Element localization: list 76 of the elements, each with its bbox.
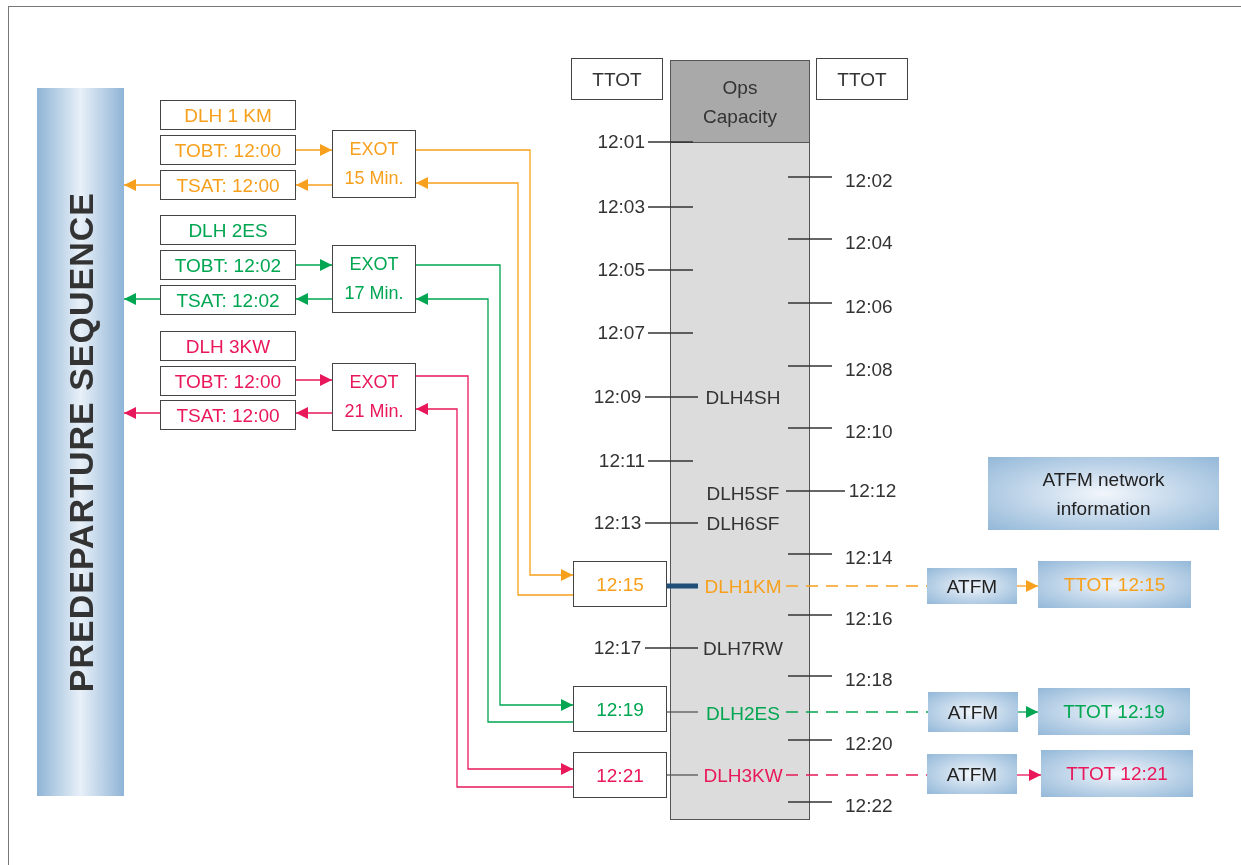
time-label: 12:12 — [845, 480, 900, 502]
flight-id: DLH5SF — [699, 483, 787, 505]
column-heading: Ops Capacity — [671, 61, 809, 143]
arrow — [295, 293, 333, 305]
arrow — [1016, 769, 1042, 781]
time-box: TOBT: 12:00 — [160, 366, 296, 396]
time-label: 12:16 — [845, 608, 893, 630]
arrow — [123, 293, 161, 305]
arrow — [295, 407, 333, 419]
connector-line — [644, 647, 699, 649]
flight-id-box: DLH 2ES — [160, 215, 296, 245]
slot-time-box: 12:19 — [573, 686, 667, 732]
arrow — [295, 374, 333, 386]
target-time-box: TTOT 12:19 — [1038, 688, 1190, 735]
taxi-time-box: EXOT 21 Min. — [332, 363, 416, 431]
time-label: 12:18 — [845, 669, 893, 691]
time-label: 12:11 — [598, 450, 645, 472]
time-label: 12:07 — [597, 322, 645, 344]
flight-id-box: DLH 3KW — [160, 331, 296, 361]
arrow — [295, 179, 333, 191]
time-label: 12:03 — [597, 196, 645, 218]
arrow — [123, 407, 161, 419]
arrow — [295, 144, 333, 156]
sequence-band — [37, 88, 124, 796]
taxi-time-box: EXOT 15 Min. — [332, 130, 416, 198]
time-box: TSAT: 12:00 — [160, 170, 296, 200]
connector-line — [666, 711, 699, 713]
band-title: PREDEPARTURE SEQUENCE — [60, 191, 101, 693]
time-label: 12:06 — [845, 296, 893, 318]
arrow — [1016, 580, 1039, 592]
column-header-box: TTOT — [571, 58, 663, 100]
slot-time-box: 12:21 — [573, 752, 667, 798]
connector-line — [666, 774, 699, 776]
flight-id: DLH2ES — [699, 703, 787, 725]
flight-id: DLH3KW — [699, 765, 787, 787]
time-label: 12:04 — [845, 232, 893, 254]
taxi-time-box: EXOT 17 Min. — [332, 245, 416, 313]
time-label: 12:14 — [845, 547, 893, 569]
dashed-line — [785, 774, 928, 776]
arrow — [123, 179, 161, 191]
arrow — [295, 259, 333, 271]
time-label: 12:09 — [590, 386, 645, 408]
time-label: 12:22 — [845, 795, 893, 817]
time-box: TOBT: 12:02 — [160, 250, 296, 280]
target-time-box: TTOT 12:21 — [1041, 750, 1193, 797]
time-label: 12:13 — [590, 512, 645, 534]
flight-id: DLH4SH — [699, 387, 787, 409]
time-label: 12:01 — [597, 131, 645, 153]
time-box: TOBT: 12:00 — [160, 135, 296, 165]
dashed-line — [785, 711, 929, 713]
flight-id-box: DLH 1 KM — [160, 100, 296, 130]
time-label: 12:02 — [845, 170, 893, 192]
connector-line — [644, 522, 699, 524]
atfm-box: ATFM — [927, 754, 1017, 794]
time-label: 12:08 — [845, 359, 893, 381]
time-box: TSAT: 12:02 — [160, 285, 296, 315]
atfm-box: ATFM — [928, 692, 1018, 732]
time-label: 12:20 — [845, 733, 893, 755]
connector-line — [644, 396, 699, 398]
arrow — [1017, 706, 1039, 718]
time-label: 12:10 — [845, 421, 893, 443]
slot-time-box: 12:15 — [573, 561, 667, 607]
dashed-line — [785, 585, 928, 587]
column-header-box: TTOT — [816, 58, 908, 100]
flight-id: DLH1KM — [699, 576, 787, 598]
time-label: 12:17 — [590, 637, 645, 659]
connector-line — [785, 490, 846, 492]
atfm-box: ATFM — [927, 568, 1017, 604]
time-label: 12:05 — [597, 259, 645, 281]
target-time-box: TTOT 12:15 — [1038, 561, 1191, 608]
flight-id: DLH7RW — [699, 638, 787, 660]
connector-line — [667, 583, 698, 589]
flight-id: DLH6SF — [699, 513, 787, 535]
time-box: TSAT: 12:00 — [160, 400, 296, 430]
info-box: ATFM network information — [988, 457, 1219, 530]
capacity-column — [670, 60, 810, 820]
